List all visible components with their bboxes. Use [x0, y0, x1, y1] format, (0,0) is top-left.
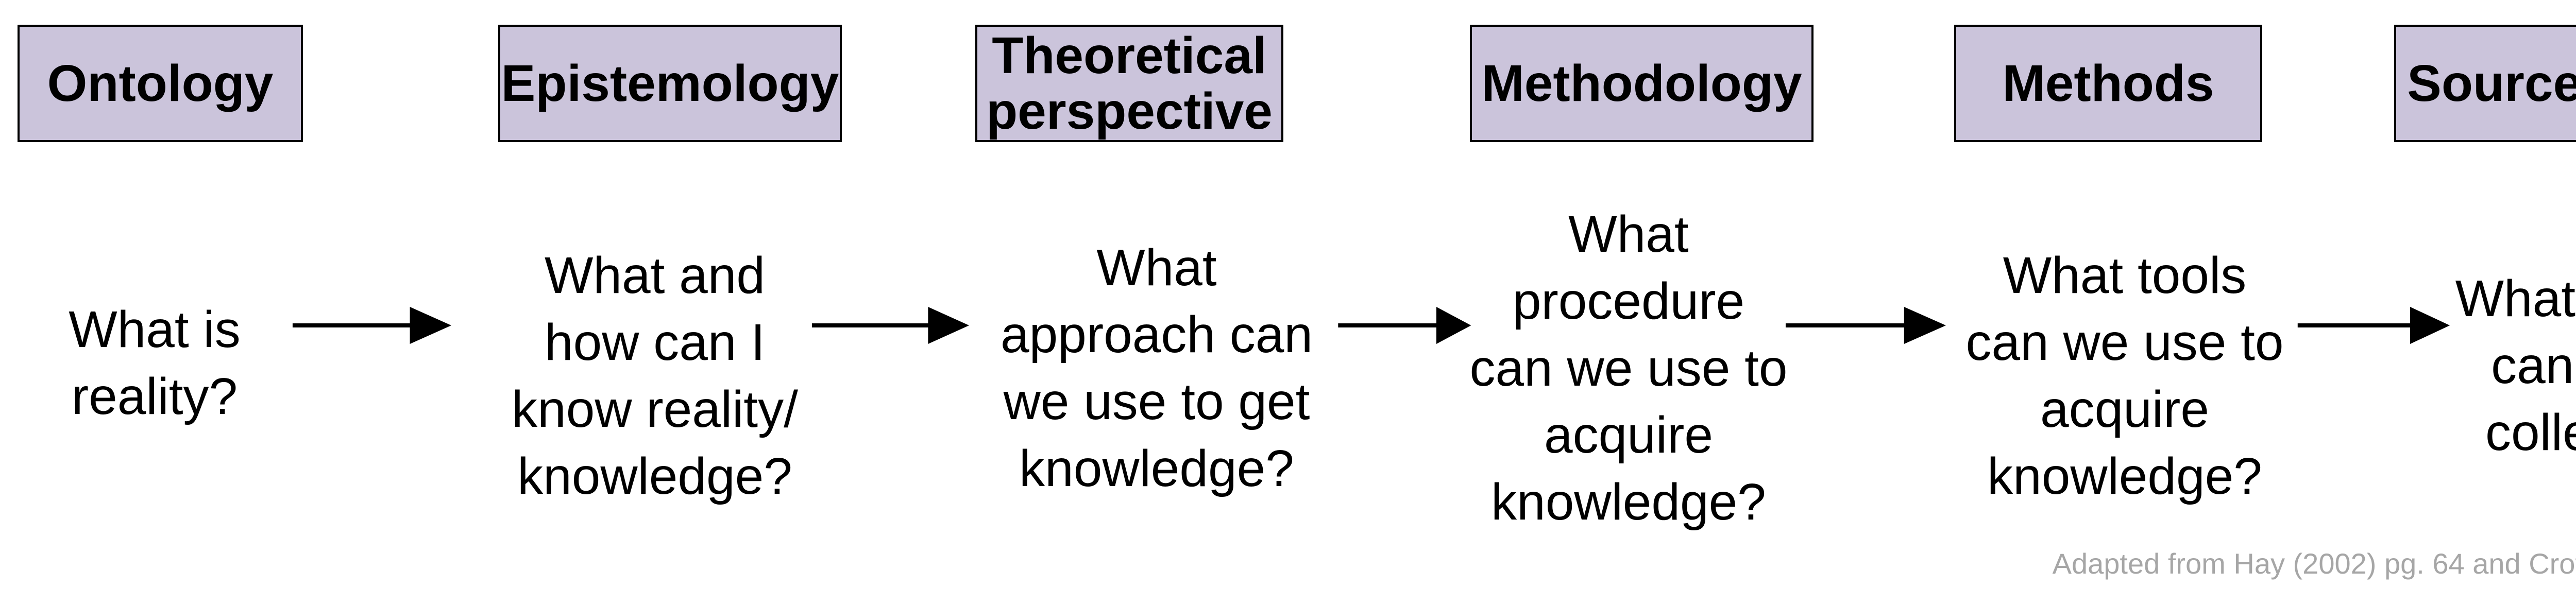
question-methods: What tools can we use to acquire knowled… — [1965, 247, 2284, 505]
box-methods-label: Methods — [2002, 55, 2214, 112]
right-arrow-icon — [1785, 307, 1946, 344]
box-ontology-label: Ontology — [47, 55, 274, 112]
citation-text: Adapted from Hay (2002) pg. 64 and Crott… — [2052, 547, 2576, 580]
box-epistemology: Epistemology — [498, 25, 842, 142]
box-theoretical-perspective-label: Theoretical perspective — [986, 27, 1273, 140]
right-arrow-icon — [1338, 307, 1471, 344]
box-ontology: Ontology — [18, 25, 303, 142]
box-sources: Sources — [2394, 25, 2576, 142]
question-epistemology: What and how can I know reality/ knowled… — [512, 247, 798, 505]
box-theoretical-perspective: Theoretical perspective — [975, 25, 1283, 142]
box-methods: Methods — [1954, 25, 2262, 142]
question-theoretical-perspective: What approach can we use to get knowledg… — [1000, 239, 1313, 497]
box-methodology: Methodology — [1470, 25, 1814, 142]
box-sources-label: Sources — [2407, 55, 2576, 112]
right-arrow-icon — [292, 307, 452, 344]
question-sources: What data can we collect? — [2455, 270, 2576, 461]
question-ontology: What is reality? — [69, 301, 241, 425]
box-methodology-label: Methodology — [1481, 55, 1802, 112]
box-epistemology-label: Epistemology — [501, 55, 839, 112]
right-arrow-icon — [2297, 307, 2450, 344]
question-methodology: What procedure can we use to acquire kno… — [1469, 205, 1788, 531]
right-arrow-icon — [811, 307, 970, 344]
